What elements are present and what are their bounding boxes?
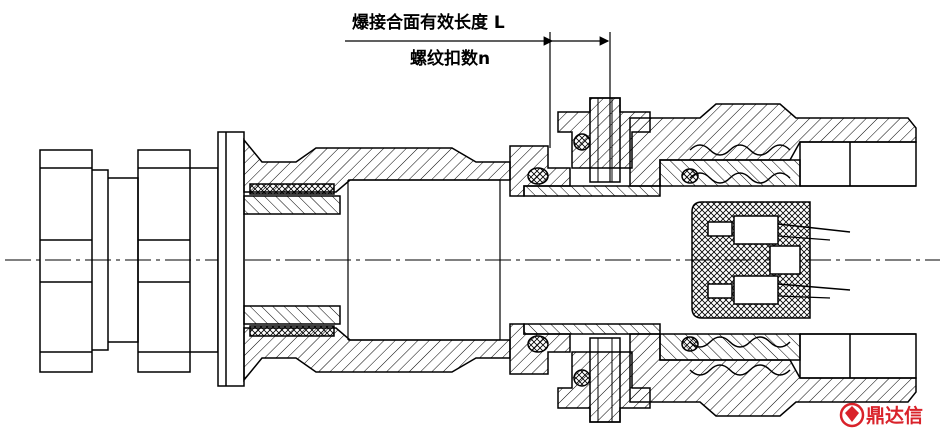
flange bbox=[217, 131, 245, 387]
contact-insert bbox=[691, 201, 851, 319]
right-housing-bottom bbox=[629, 333, 917, 417]
logo-mark-icon bbox=[839, 402, 865, 428]
joint-length-label: 爆接合面有效长度 L bbox=[352, 12, 505, 33]
coupling-body bbox=[509, 145, 661, 375]
lower-body-shell bbox=[243, 305, 511, 383]
brand-logo: 鼎达信 bbox=[839, 402, 923, 428]
inner-bore bbox=[243, 179, 501, 341]
left-hex-nut bbox=[39, 149, 219, 373]
upper-body-shell bbox=[243, 137, 511, 215]
bottom-clamp-bolt bbox=[557, 337, 651, 423]
right-housing-top bbox=[629, 103, 917, 187]
right-end-sleeve bbox=[799, 141, 917, 379]
dimension-lines bbox=[345, 32, 611, 182]
thread-count-label: 螺纹扣数n bbox=[410, 48, 490, 69]
logo-text: 鼎达信 bbox=[866, 404, 923, 427]
